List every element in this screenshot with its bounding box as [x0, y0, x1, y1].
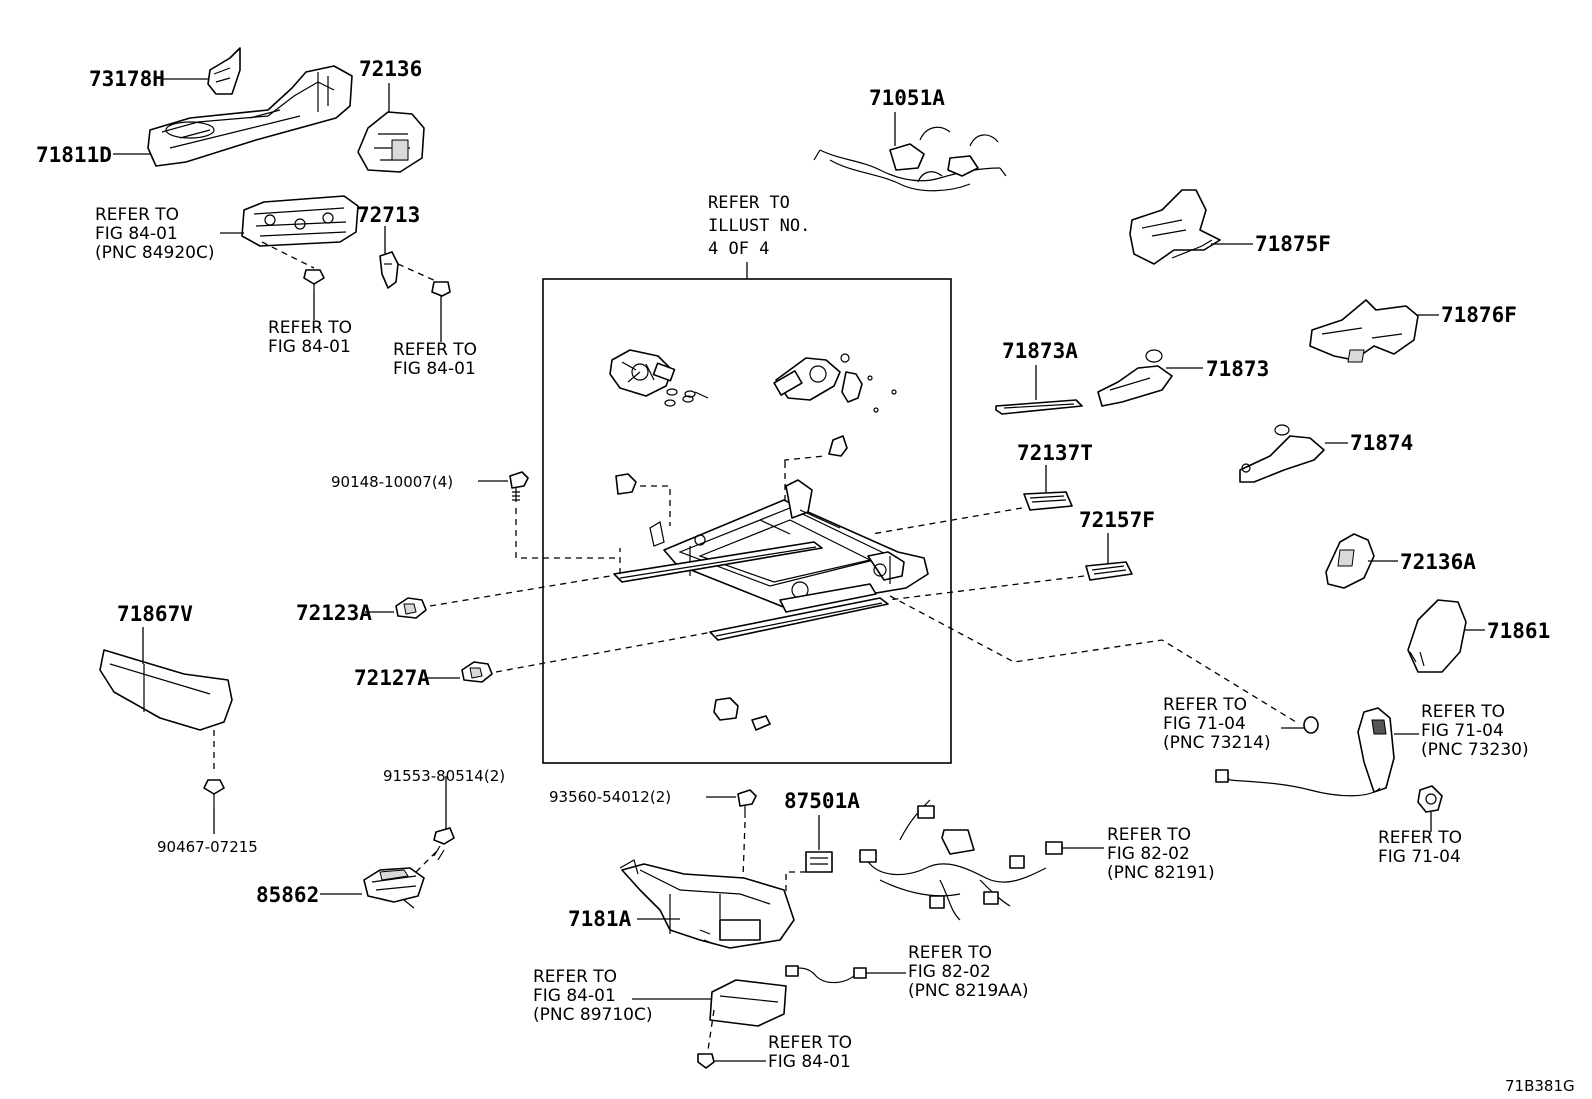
ref-8219aa-line2: FIG 82-02 [908, 962, 991, 982]
part-72123A-shape [395, 597, 427, 619]
part-71876F-shape [1309, 299, 1419, 363]
bracket-top [828, 435, 848, 457]
ref-illust-line2: ILLUST NO. [708, 216, 810, 236]
part-71811D-shape [147, 65, 353, 167]
screw-right-shape [431, 281, 451, 297]
ref-82191-line1: REFER TO [1107, 825, 1191, 845]
ecu-module-shape [709, 979, 787, 1027]
label-73178H: 73178H [89, 67, 165, 91]
label-90148: 90148-10007(4) [331, 473, 453, 491]
part-71873-shape [1097, 349, 1173, 407]
seatbelt-buckle-shape [1215, 707, 1443, 813]
part-72713-shape [379, 251, 399, 289]
ref-8401-c-line1: REFER TO [768, 1033, 852, 1053]
part-71051A-shape [813, 126, 1007, 192]
ref-73230-line2: FIG 71-04 [1421, 721, 1504, 741]
ref-73230-line1: REFER TO [1421, 702, 1505, 722]
ref-7104-line1: REFER TO [1378, 828, 1462, 848]
part-72136A-shape [1325, 533, 1375, 589]
seat-switch-shape [241, 195, 359, 247]
ref-8401-b-line2: FIG 84-01 [393, 359, 476, 379]
clip-90467-shape [203, 779, 225, 808]
bolt-91553-shape [433, 827, 455, 861]
ref-7104-line2: FIG 71-04 [1378, 847, 1461, 867]
label-87501A: 87501A [784, 789, 860, 813]
ref-8401-c-line2: FIG 84-01 [768, 1052, 851, 1072]
ref-84920c-line1: REFER TO [95, 205, 179, 225]
ref-73230-line3: (PNC 73230) [1421, 740, 1529, 760]
harness-8219AA-shape [785, 965, 867, 984]
part-7181A-shape [619, 859, 795, 949]
label-72127A: 72127A [354, 666, 430, 690]
ref-84920c-line3: (PNC 84920C) [95, 243, 214, 263]
ref-73214-line2: FIG 71-04 [1163, 714, 1246, 734]
bolt-90148-shape [509, 471, 529, 502]
ref-illust-line1: REFER TO [708, 193, 790, 213]
label-72157F: 72157F [1079, 508, 1155, 532]
label-72123A: 72123A [296, 601, 372, 625]
bracket-bottom-right [751, 715, 771, 731]
part-85862-shape [363, 867, 425, 909]
label-7181A: 7181A [568, 907, 632, 931]
label-90467: 90467-07215 [157, 838, 258, 856]
ref-89710c-line2: FIG 84-01 [533, 986, 616, 1006]
label-71876F: 71876F [1441, 303, 1517, 327]
ref-8219aa-line3: (PNC 8219AA) [908, 981, 1029, 1001]
seat-frame-assembly [609, 349, 929, 731]
ref-82191-line3: (PNC 82191) [1107, 863, 1215, 883]
label-71874: 71874 [1350, 431, 1413, 455]
seat-cushion-frame [613, 479, 929, 641]
ref-73214-line3: (PNC 73214) [1163, 733, 1271, 753]
ref-illust-line3: 4 OF 4 [708, 239, 769, 259]
label-71867V: 71867V [117, 602, 193, 626]
part-87501A-shape [805, 851, 833, 873]
ref-8401-a-line1: REFER TO [268, 318, 352, 338]
part-72137T-shape [1023, 491, 1073, 511]
screw-left-shape [303, 269, 325, 292]
label-71873A: 71873A [1002, 339, 1078, 363]
ref-84920c-line2: FIG 84-01 [95, 224, 178, 244]
harness-82191-shape [859, 799, 1063, 921]
label-72713: 72713 [357, 203, 420, 227]
part-71875F-shape [1129, 189, 1221, 265]
ref-8401-a-line2: FIG 84-01 [268, 337, 351, 357]
part-71861-shape [1407, 599, 1467, 673]
bracket-bottom-left [713, 697, 739, 721]
part-72136-shape [357, 111, 425, 173]
ref-89710c-line1: REFER TO [533, 967, 617, 987]
label-72136: 72136 [359, 57, 422, 81]
label-71873: 71873 [1206, 357, 1269, 381]
part-71874-shape [1239, 424, 1325, 483]
label-85862: 85862 [256, 883, 319, 907]
screw-bottom-shape [697, 1053, 715, 1069]
diagram-code: 71B381G [1505, 1077, 1575, 1095]
label-71811D: 71811D [36, 143, 112, 167]
bracket-left [615, 473, 637, 495]
ref-73214-line1: REFER TO [1163, 695, 1247, 715]
label-71051A: 71051A [869, 86, 945, 110]
part-71867V-shape [99, 649, 233, 731]
ref-8401-b-line1: REFER TO [393, 340, 477, 360]
ref-8219aa-line1: REFER TO [908, 943, 992, 963]
bolt-93560-shape [737, 789, 757, 818]
ref-82191-line2: FIG 82-02 [1107, 844, 1190, 864]
motor-right-part [773, 353, 897, 413]
label-72136A: 72136A [1400, 550, 1476, 574]
label-91553: 91553-80514(2) [383, 767, 505, 785]
part-72127A-shape [461, 661, 493, 683]
label-71875F: 71875F [1255, 232, 1331, 256]
label-71861: 71861 [1487, 619, 1550, 643]
label-72137T: 72137T [1017, 441, 1093, 465]
motor-left-part [609, 349, 709, 407]
part-73178H-shape [207, 47, 241, 95]
label-93560: 93560-54012(2) [549, 788, 671, 806]
part-72157F-shape [1085, 561, 1133, 581]
ref-89710c-line3: (PNC 89710C) [533, 1005, 652, 1025]
part-71873A-shape [995, 399, 1083, 415]
